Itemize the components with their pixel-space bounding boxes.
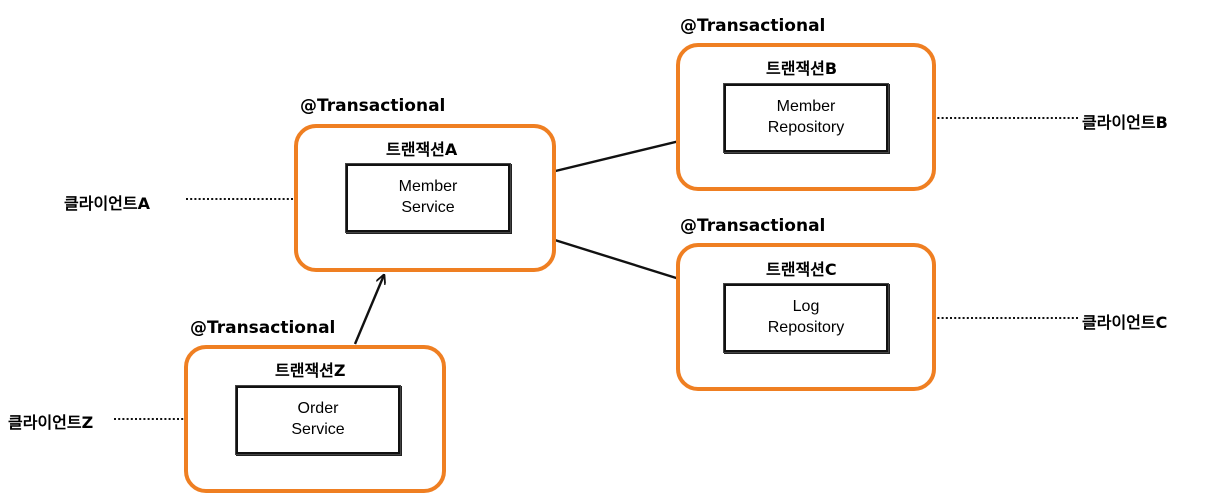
component-line-1: Log — [792, 298, 820, 316]
client-label-a: 클라이언트A — [64, 194, 150, 213]
transaction-box-a — [294, 124, 556, 272]
client-label-c: 클라이언트C — [1082, 313, 1168, 332]
client-label-b: 클라이언트B — [1082, 113, 1168, 132]
component-line-1: Member — [776, 98, 836, 116]
component-order-service: Order Service — [236, 386, 400, 454]
component-line-2: Repository — [767, 319, 845, 336]
transaction-label-a: 트랜잭션A — [386, 140, 458, 159]
component-log-repository: Log Repository — [724, 284, 888, 352]
transaction-label-b: 트랜잭션B — [766, 59, 838, 78]
transaction-label-c: 트랜잭션C — [766, 260, 837, 279]
component-line-2: Service — [401, 199, 455, 216]
client-label-z: 클라이언트Z — [8, 413, 94, 432]
component-member-service: Member Service — [346, 164, 510, 232]
component-line-2: Service — [291, 421, 345, 438]
component-line-1: Member — [398, 178, 458, 196]
component-member-repository: Member Repository — [724, 84, 888, 152]
component-line-2: Repository — [767, 119, 845, 136]
annotation-c: @Transactional — [680, 216, 826, 236]
component-line-1: Order — [297, 400, 339, 418]
annotation-z: @Transactional — [190, 318, 336, 338]
transaction-label-z: 트랜잭션Z — [275, 361, 346, 380]
annotation-b: @Transactional — [680, 16, 826, 36]
call-arrow-order-to-member-service — [353, 275, 384, 345]
annotation-a: @Transactional — [300, 96, 446, 116]
